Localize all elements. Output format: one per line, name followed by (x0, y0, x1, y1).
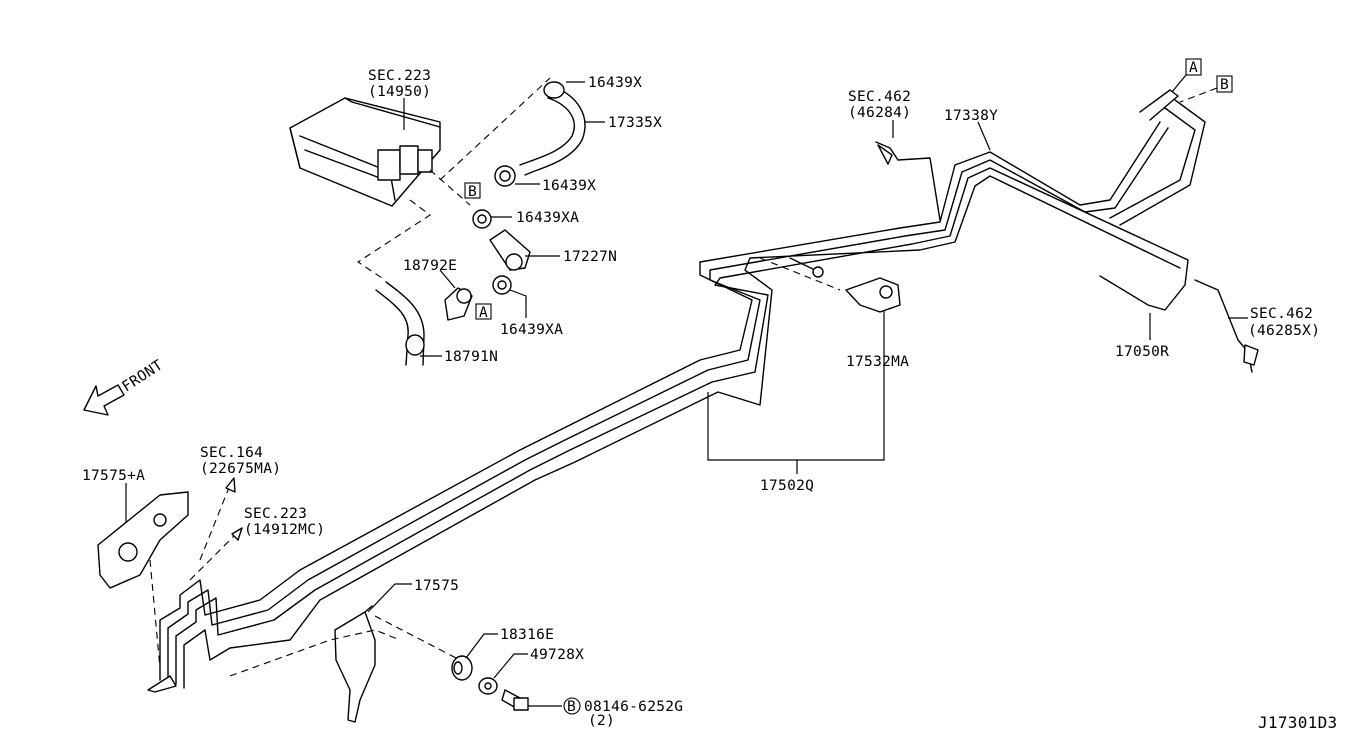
dash-canister-hose2 (357, 199, 431, 281)
connector-17227n (489, 229, 531, 271)
leader-18316e (465, 633, 498, 659)
label-17502q: 17502Q (760, 478, 814, 494)
clamp-16439xa-a (472, 209, 492, 229)
leader-16439xa-b (509, 289, 527, 318)
arrow-sec164 (199, 479, 233, 561)
arrow-head-sec164 (225, 477, 236, 493)
arrow-sec223-bot (189, 529, 241, 581)
label-17575a: 17575+A (82, 468, 145, 484)
canister (289, 97, 441, 207)
callout-b-top: B (1216, 75, 1233, 93)
bolt-marker-text: B (567, 699, 576, 715)
callout-a-top: A (1185, 58, 1202, 76)
pipe-ends-upper-right (1109, 89, 1206, 226)
label-17575: 17575 (414, 578, 459, 594)
bolt-08146 (501, 689, 529, 711)
pipe-end-bottom (147, 675, 177, 693)
leader-18792e (439, 269, 456, 289)
label-bolt-qty: (2) (588, 713, 615, 729)
label-17227n: 17227N (563, 249, 617, 265)
bracket-17575a (97, 491, 189, 589)
callout-b-top-text: B (1220, 77, 1229, 93)
label-sec462-a-code: (46284) (848, 105, 911, 121)
front-arrow: FRONT (83, 357, 166, 416)
label-16439x-a: 16439X (588, 75, 642, 91)
label-17532ma: 17532MA (846, 354, 909, 370)
arrow-head-sec223-bot (231, 527, 243, 541)
label-sec223-top-code: (14950) (368, 84, 431, 100)
label-16439xa-b: 16439XA (500, 322, 563, 338)
label-bolt-code: 08146-6252G (584, 699, 683, 715)
label-sec223-bot-code: (14912MC) (244, 522, 325, 538)
bolt-marker: B (563, 697, 581, 715)
label-49728x: 49728X (530, 647, 584, 663)
label-sec223-top: SEC.223 (368, 68, 431, 84)
label-18791n: 18791N (444, 349, 498, 365)
leader-callout-a-top (1171, 74, 1187, 93)
clamp-16439x (494, 165, 516, 187)
label-sec462-a: SEC.462 (848, 89, 911, 105)
label-18792e: 18792E (403, 258, 457, 274)
label-sec223-bot: SEC.223 (244, 506, 307, 522)
label-17050r: 17050R (1115, 344, 1169, 360)
label-diagram-id: J17301D3 (1258, 713, 1337, 732)
label-sec164-code: (22675MA) (200, 461, 281, 477)
label-18316e: 18316E (500, 627, 554, 643)
grommet-18316e (451, 655, 473, 681)
main-pipe-bundle (159, 121, 1189, 689)
collar-49728x (478, 677, 498, 695)
sensor-46284 (875, 141, 941, 221)
callout-b-upper: B (464, 182, 481, 200)
callout-a-upper: A (475, 303, 492, 321)
leader-17575 (367, 583, 412, 613)
label-16439x-b: 16439X (542, 178, 596, 194)
sensor-46285x (1194, 279, 1259, 373)
label-16439xa-a: 16439XA (516, 210, 579, 226)
dash-canister-hose (439, 77, 551, 181)
clamp-16439xa-b (492, 275, 512, 295)
label-sec462-b-code: (46285X) (1248, 323, 1320, 339)
callout-a-top-text: A (1189, 60, 1198, 76)
label-17335x: 17335X (608, 115, 662, 131)
hose-18791n (375, 281, 425, 366)
dash-17575a (149, 559, 161, 669)
dash-17575-left (229, 629, 401, 677)
leader-callout-b-top (1179, 87, 1218, 103)
callout-a-upper-text: A (479, 305, 488, 321)
callout-b-upper-text: B (468, 184, 477, 200)
damper-17532ma (759, 257, 901, 313)
bracket-17575 (334, 605, 376, 723)
leader-17502q (707, 310, 885, 461)
fitting-18792e (444, 287, 473, 321)
front-text: FRONT (119, 357, 166, 395)
label-sec462-b: SEC.462 (1250, 306, 1313, 322)
dash-17575-right (374, 615, 461, 661)
leader-49728x (493, 653, 528, 679)
hose-17335x (519, 81, 586, 176)
leader-17338y (977, 121, 991, 151)
label-17338y: 17338Y (944, 108, 998, 124)
label-sec164: SEC.164 (200, 445, 263, 461)
dash-canister-clamp (429, 169, 471, 206)
